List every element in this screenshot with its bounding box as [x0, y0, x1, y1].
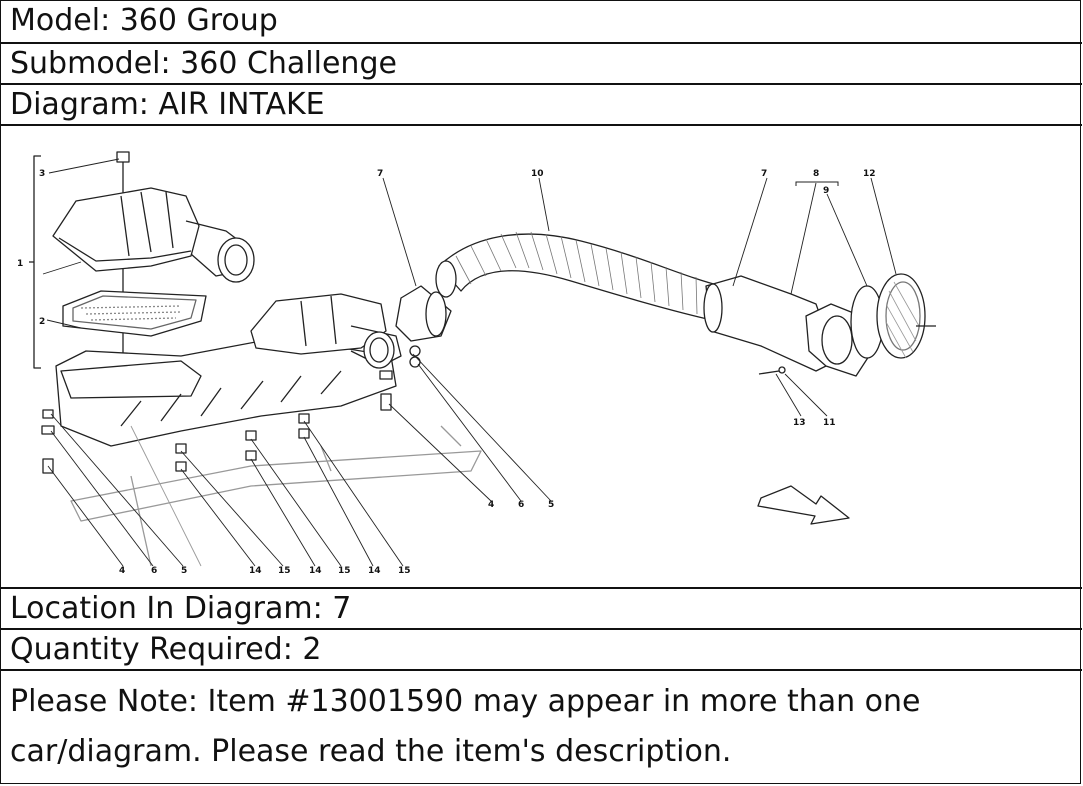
callout-11: 11 — [823, 418, 836, 428]
callout-4-right: 4 — [488, 500, 494, 510]
mesh-part — [876, 273, 926, 359]
callout-3: 3 — [39, 169, 45, 179]
note-line-1: Please Note: Item #13001590 may appear i… — [10, 684, 921, 719]
model-label: Model: 360 Group — [1, 1, 1082, 44]
callout-8: 8 — [813, 169, 819, 179]
callout-7-sleeve: 7 — [377, 169, 383, 179]
direction-arrow-icon — [757, 485, 850, 525]
quantity-label: Quantity Required: 2 — [1, 630, 1082, 671]
note-line-2: car/diagram. Please read the item's desc… — [10, 734, 732, 769]
location-label: Location In Diagram: 7 — [1, 589, 1082, 630]
submodel-label: Submodel: 360 Challenge — [1, 44, 1082, 85]
callout-5-right: 5 — [548, 500, 554, 510]
diagram-title: Diagram: AIR INTAKE — [1, 85, 1082, 126]
diagram-drawing: 3 1 2 7 10 7 8 9 12 13 11 4 6 5 4 6 5 14… — [17, 151, 936, 576]
callout-5-left: 5 — [181, 566, 187, 576]
callout-14-b: 14 — [309, 566, 322, 576]
screw-part — [116, 151, 130, 163]
callout-14-c: 14 — [368, 566, 381, 576]
callout-15-a: 15 — [278, 566, 291, 576]
callout-9: 9 — [823, 186, 829, 196]
air-intake-diagram: 3 1 2 7 10 7 8 9 12 13 11 4 6 5 4 6 5 14… — [1, 126, 1082, 589]
callout-12: 12 — [863, 169, 876, 179]
callout-6-left: 6 — [151, 566, 157, 576]
callout-4-left: 4 — [119, 566, 125, 576]
item-1-bracket — [33, 155, 41, 369]
hose-part — [438, 233, 722, 322]
callout-1: 1 — [17, 259, 23, 269]
callout-15-b: 15 — [338, 566, 351, 576]
plenum-part — [250, 293, 387, 355]
callout-13: 13 — [793, 418, 806, 428]
callout-10: 10 — [531, 169, 544, 179]
callout-15-c: 15 — [398, 566, 411, 576]
airbox-part — [55, 340, 397, 447]
callout-6-right: 6 — [518, 500, 524, 510]
callout-7-clamp: 7 — [761, 169, 767, 179]
callout-14-a: 14 — [249, 566, 262, 576]
callout-2: 2 — [39, 317, 45, 327]
item-note: Please Note: Item #13001590 may appear i… — [1, 671, 1082, 785]
